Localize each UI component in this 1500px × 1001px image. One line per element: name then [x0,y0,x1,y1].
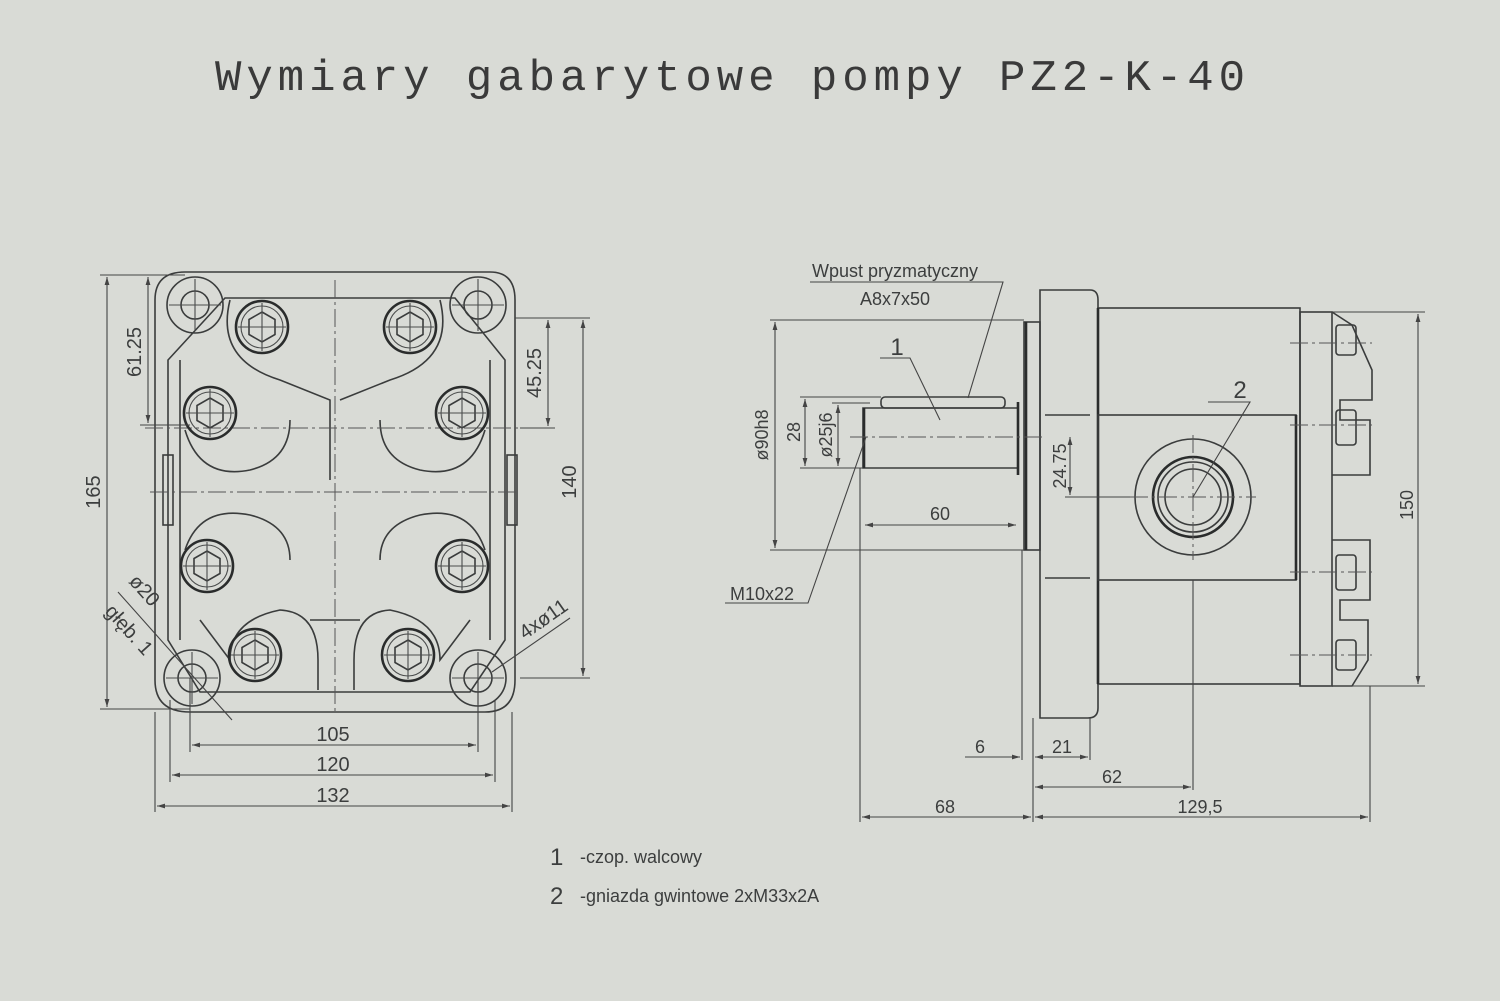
dim-25j6: ø25j6 [816,412,836,457]
dim-62: 62 [1102,767,1122,787]
side-view: Wpust pryzmatyczny A8x7x50 1 2 M10x22 ø9… [725,261,1425,822]
hex-bolt [227,627,283,683]
legend-num-2: 2 [550,883,563,910]
hex-bolt [182,385,238,441]
dim-105: 105 [316,724,349,746]
dim-45-25: 45.25 [524,348,546,398]
mounting-hole [449,276,507,334]
dim-6: 6 [975,737,985,757]
hex-bolt [382,299,438,355]
drawing-title: Wymiary gabarytowe pompy PZ2-K-40 [215,54,1245,104]
dim-61-25: 61.25 [124,327,146,377]
dim-28: 28 [784,422,804,442]
key-size: A8x7x50 [860,289,930,309]
dim-132: 132 [316,785,349,807]
hex-bolt [434,538,490,594]
callout-1: 1 [890,334,903,361]
callout-2: 2 [1233,377,1246,404]
legend-text-2: -gniazda gwintowe 2xM33x2A [580,886,819,906]
front-view: 165 61.25 45.25 140 105 120 132 ø20 głęb… [83,271,590,812]
dim-21: 21 [1052,737,1072,757]
dim-150: 150 [1397,490,1417,520]
hex-bolt [380,627,436,683]
dim-129-5: 129,5 [1177,797,1222,817]
legend: 1 -czop. walcowy 2 -gniazda gwintowe 2xM… [550,844,819,910]
dim-24-75: 24.75 [1050,443,1070,488]
dim-60: 60 [930,504,950,524]
key-label: Wpust pryzmatyczny [812,261,978,281]
hex-bolt [234,299,290,355]
legend-num-1: 1 [550,844,563,871]
mounting-hole [166,276,224,334]
dim-68: 68 [935,797,955,817]
dim-165: 165 [83,475,105,508]
legend-text-1: -czop. walcowy [580,847,702,867]
dim-120: 120 [316,754,349,776]
hex-bolt [179,538,235,594]
dim-140: 140 [559,465,581,498]
hex-bolt [434,385,490,441]
dim-90h8: ø90h8 [752,409,772,460]
thread-label: M10x22 [730,584,794,604]
